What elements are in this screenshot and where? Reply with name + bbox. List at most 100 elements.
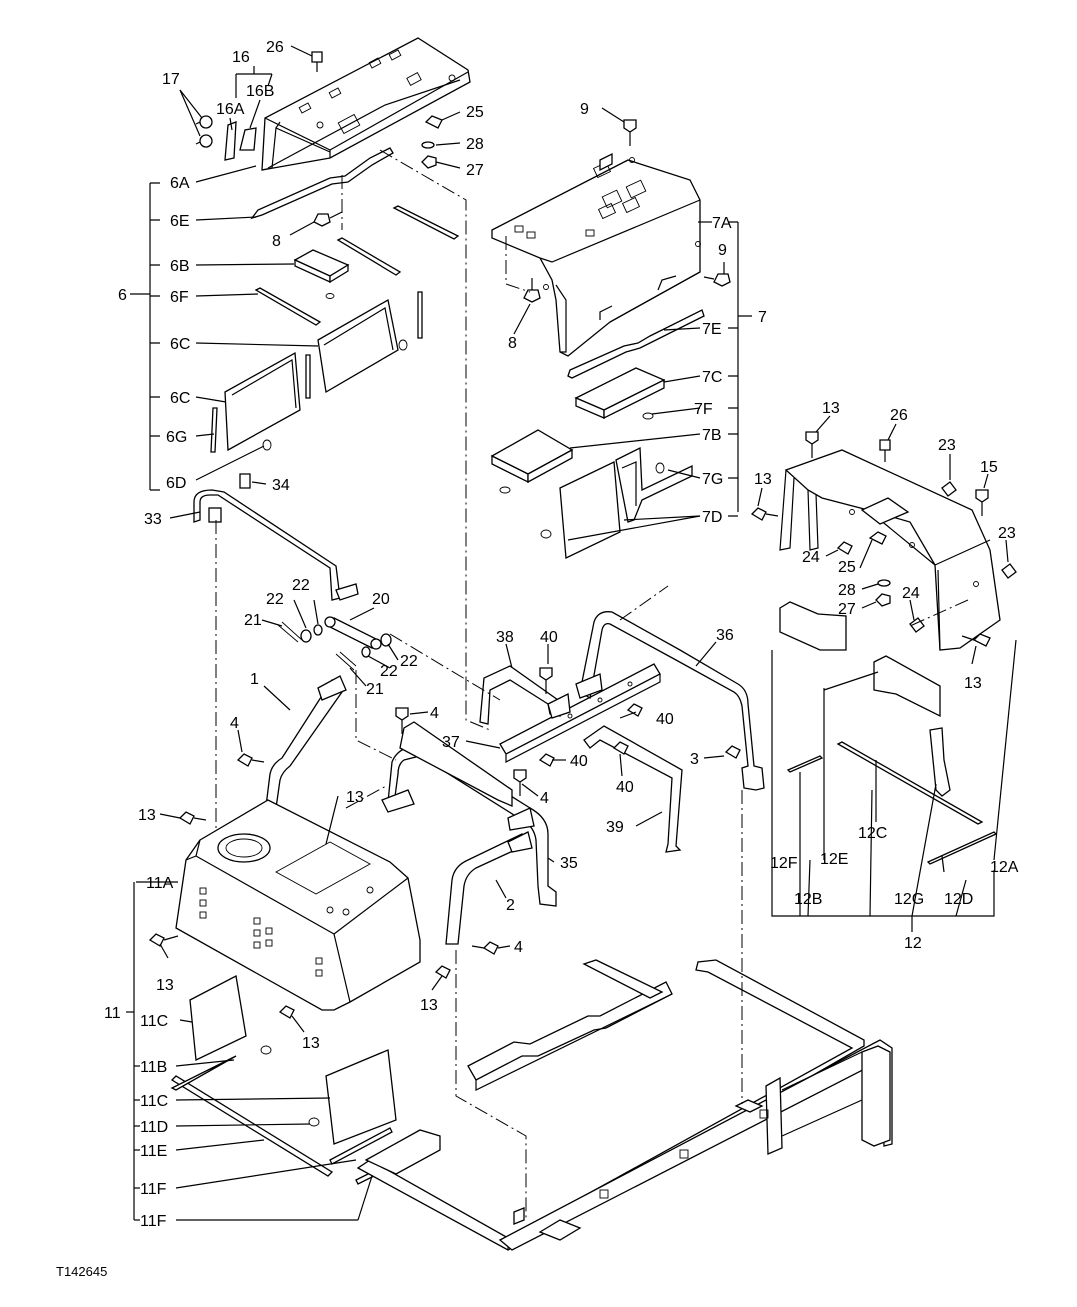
callout-8: 8 — [272, 233, 281, 250]
callout-7b: 7B — [702, 427, 722, 444]
alignment-lines — [215, 149, 969, 1220]
callout-labels: 26 16 17 16A 16B 25 28 27 6A 6E 8 6B 6 6… — [56, 39, 1019, 1279]
callout-6: 6 — [118, 287, 127, 304]
callout-7e: 7E — [702, 321, 722, 338]
callout-16a: 16A — [216, 101, 245, 118]
callout-16: 16 — [232, 49, 250, 66]
callout-12c: 12C — [858, 825, 887, 842]
cover-assembly-6 — [195, 37, 471, 453]
callout-12: 12 — [904, 935, 922, 952]
callout-38: 38 — [496, 629, 514, 646]
callout-40: 40 — [540, 629, 558, 646]
cover-assembly-7 — [490, 119, 731, 559]
callout-6e: 6E — [170, 213, 190, 230]
callout-7g: 7G — [702, 471, 723, 488]
figure-id: T142645 — [56, 1264, 107, 1279]
callout-27: 27 — [838, 601, 856, 618]
callout-6b: 6B — [170, 258, 190, 275]
callout-28: 28 — [838, 582, 856, 599]
callout-13: 13 — [138, 807, 156, 824]
callout-22: 22 — [292, 577, 310, 594]
callout-13: 13 — [302, 1035, 320, 1052]
callout-7a: 7A — [712, 215, 732, 232]
base-frame — [356, 959, 893, 1251]
callout-21: 21 — [366, 681, 384, 698]
callout-26: 26 — [890, 407, 908, 424]
callout-40: 40 — [616, 779, 634, 796]
callout-13: 13 — [420, 997, 438, 1014]
callout-7d: 7D — [702, 509, 722, 526]
callout-12a: 12A — [990, 859, 1019, 876]
callout-8: 8 — [508, 335, 517, 352]
callout-6f: 6F — [170, 289, 189, 306]
callout-37: 37 — [442, 734, 460, 751]
callout-6d: 6D — [166, 475, 186, 492]
callout-6c: 6C — [170, 390, 190, 407]
leader-lines — [126, 45, 1017, 1221]
callout-17: 17 — [162, 71, 180, 88]
callout-34: 34 — [272, 477, 290, 494]
callout-2: 2 — [506, 897, 515, 914]
callout-11b: 11B — [140, 1059, 167, 1076]
callout-11d: 11D — [140, 1119, 168, 1136]
callout-22: 22 — [380, 663, 398, 680]
callout-22: 22 — [400, 653, 418, 670]
callout-13: 13 — [822, 400, 840, 417]
callout-11f: 11F — [140, 1213, 167, 1230]
callout-13: 13 — [346, 789, 364, 806]
callout-9: 9 — [718, 242, 727, 259]
callout-11c: 11C — [140, 1093, 168, 1110]
callout-27: 27 — [466, 162, 484, 179]
callout-1: 1 — [250, 671, 259, 688]
callout-12g: 12G — [894, 891, 924, 908]
cover-assembly-12 — [750, 431, 1017, 865]
callout-11e: 11E — [140, 1143, 167, 1160]
link-parts-20-22 — [277, 616, 392, 671]
callout-13: 13 — [156, 977, 174, 994]
callout-24: 24 — [902, 585, 920, 602]
callout-6g: 6G — [166, 429, 187, 446]
support-frame — [178, 611, 765, 955]
callout-16b: 16B — [246, 83, 274, 100]
callout-20: 20 — [372, 591, 390, 608]
callout-22: 22 — [266, 591, 284, 608]
callout-6a: 6A — [170, 175, 190, 192]
callout-4: 4 — [514, 939, 523, 956]
callout-7: 7 — [758, 309, 767, 326]
callout-12d: 12D — [944, 891, 973, 908]
callout-12b: 12B — [794, 891, 822, 908]
callout-3: 3 — [690, 751, 699, 768]
callout-12e: 12E — [820, 851, 848, 868]
callout-23: 23 — [998, 525, 1016, 542]
callout-9: 9 — [580, 101, 589, 118]
callout-11: 11 — [104, 1005, 121, 1022]
callout-13: 13 — [754, 471, 772, 488]
callout-25: 25 — [466, 104, 484, 121]
callout-26: 26 — [266, 39, 284, 56]
callout-4: 4 — [430, 705, 439, 722]
callout-36: 36 — [716, 627, 734, 644]
callout-33: 33 — [144, 511, 162, 528]
callout-35: 35 — [560, 855, 578, 872]
callout-25: 25 — [838, 559, 856, 576]
callout-11c: 11C — [140, 1013, 168, 1030]
callout-40: 40 — [570, 753, 588, 770]
callout-39: 39 — [606, 819, 624, 836]
handrail-33 — [193, 473, 359, 601]
callout-4: 4 — [540, 790, 549, 807]
callout-7c: 7C — [702, 369, 722, 386]
callout-21: 21 — [244, 612, 262, 629]
callout-11f: 11F — [140, 1181, 167, 1198]
callout-15: 15 — [980, 459, 998, 476]
callout-4: 4 — [230, 715, 239, 732]
callout-24: 24 — [802, 549, 820, 566]
callout-12f: 12F — [770, 855, 798, 872]
cover-assembly-11 — [148, 799, 451, 1185]
callout-40: 40 — [656, 711, 674, 728]
callout-7f: 7F — [694, 401, 713, 418]
callout-11a: 11A — [146, 875, 174, 892]
callout-13: 13 — [964, 675, 982, 692]
callout-28: 28 — [466, 136, 484, 153]
